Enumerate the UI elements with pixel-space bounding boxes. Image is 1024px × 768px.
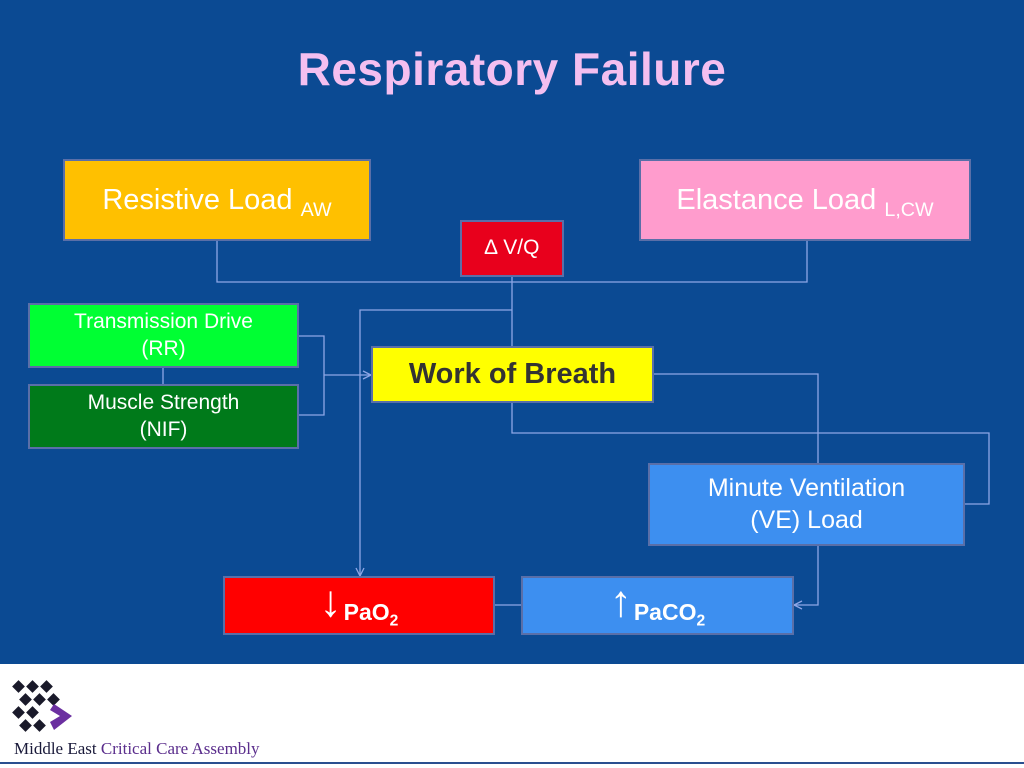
pao2-label: ↓PaO2 [319,576,399,629]
up-arrow-icon: ↑ [609,576,632,626]
paco2-label: ↑PaCO2 [609,576,706,629]
elastance-load-box: Elastance Load L,CW [639,159,971,241]
transmission-drive-box: Transmission Drive (RR) [28,303,299,368]
vq-box: ∆ V/Q [460,220,564,277]
footer-divider [0,762,1024,764]
minute-ventilation-box: Minute Ventilation (VE) Load [648,463,965,546]
slide-title: Respiratory Failure [297,43,727,95]
vq-label: ∆ V/Q [484,236,540,260]
muscle-strength-line1: Muscle Strength [87,391,240,415]
resistive-load-box: Resistive Load AW [63,159,371,241]
muscle-strength-box: Muscle Strength (NIF) [28,384,299,449]
connector-work-to-minute-vent [511,402,990,505]
minute-ventilation-line1: Minute Ventilation [707,474,906,503]
minute-ventilation-line2: (VE) Load [750,505,863,534]
delta-icon: ∆ [484,236,498,260]
work-of-breath-label: Work of Breath [408,358,617,391]
paco2-box: ↑PaCO2 [521,576,794,635]
work-of-breath-box: Work of Breath [371,346,654,403]
connector-drive-bracket [298,335,325,416]
down-arrow-icon: ↓ [319,576,342,626]
elastance-load-label: Elastance Load L,CW [676,183,934,221]
connector-to-pao2 [360,309,512,576]
resistive-load-label: Resistive Load AW [102,183,332,221]
connector-lines [162,241,990,664]
muscle-strength-line2: (NIF) [139,417,188,441]
transmission-drive-line1: Transmission Drive [74,310,253,334]
diamond-grid-logo-icon [12,680,72,732]
organization-name: Middle East Critical Care Assembly [14,739,260,758]
footer: Middle East Critical Care Assembly [0,664,1024,768]
transmission-drive-line2: (RR) [141,336,186,360]
slide-background: Respiratory Failure Resistive [0,0,1024,664]
pao2-box: ↓PaO2 [223,576,495,635]
